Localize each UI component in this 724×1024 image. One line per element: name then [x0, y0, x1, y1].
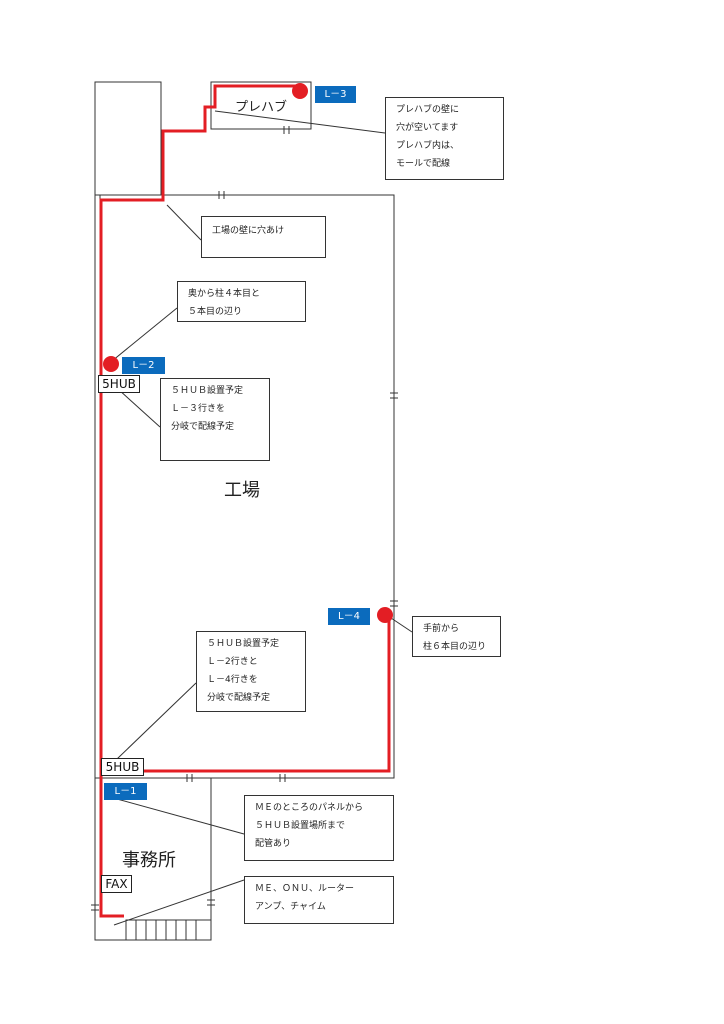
note-factory-wall: 工場の壁に穴あけ	[201, 216, 326, 258]
note-prefab-wall: プレハブの壁に 穴が空いてます プレハブ内は、 モールで配線	[385, 97, 504, 180]
tag-l4: L－4	[328, 608, 370, 625]
fax-box: FAX	[101, 875, 132, 893]
tag-l3: L－3	[315, 86, 356, 103]
note-conduit: ＭＥのところのパネルから ５ＨＵＢ設置場所まで 配管あり	[244, 795, 394, 861]
leader-conduit	[116, 798, 245, 835]
leader-hub-lower	[116, 682, 197, 760]
prefab-room-label: プレハブ	[235, 100, 288, 115]
leader-lines	[111, 110, 413, 926]
hub-lower-box: 5HUB	[101, 758, 144, 776]
left-building-wall	[94, 81, 162, 196]
leader-factory-wall	[166, 204, 202, 241]
note-hub-upper-plan: ５ＨＵＢ設置予定 Ｌ－３行きを 分岐で配線予定	[160, 378, 270, 461]
leader-l2	[111, 307, 178, 362]
note-hub-lower-plan: ５ＨＵＢ設置予定 Ｌ－2行きと Ｌ－4行きを 分岐で配線予定	[196, 631, 306, 712]
cable-route	[99, 84, 391, 918]
route-l1	[99, 775, 124, 918]
port-l3-marker	[292, 83, 308, 99]
route-l4	[101, 615, 391, 773]
hub-upper-box: 5HUB	[98, 375, 140, 393]
note-l2-location: 奥から柱４本目と ５本目の辺り	[177, 281, 306, 322]
stairs	[125, 919, 212, 941]
route-l2-l3	[99, 84, 303, 775]
leader-equipment	[113, 879, 245, 926]
tag-l1: L－1	[104, 783, 147, 800]
port-l4-marker	[377, 607, 393, 623]
note-l4-location: 手前から 柱６本目の辺り	[412, 616, 501, 657]
note-equipment: ＭＥ、ＯＮＵ、ルーター アンプ、チャイム	[244, 876, 394, 924]
factory-wall	[94, 194, 395, 779]
leader-l4	[390, 617, 413, 633]
port-l2-marker	[103, 356, 119, 372]
office-room-label: 事務所	[122, 850, 176, 871]
leader-hub-upper	[117, 388, 161, 428]
factory-room-label: 工場	[224, 480, 260, 501]
leader-prefab	[214, 110, 386, 134]
tag-l2: L－2	[122, 357, 165, 374]
